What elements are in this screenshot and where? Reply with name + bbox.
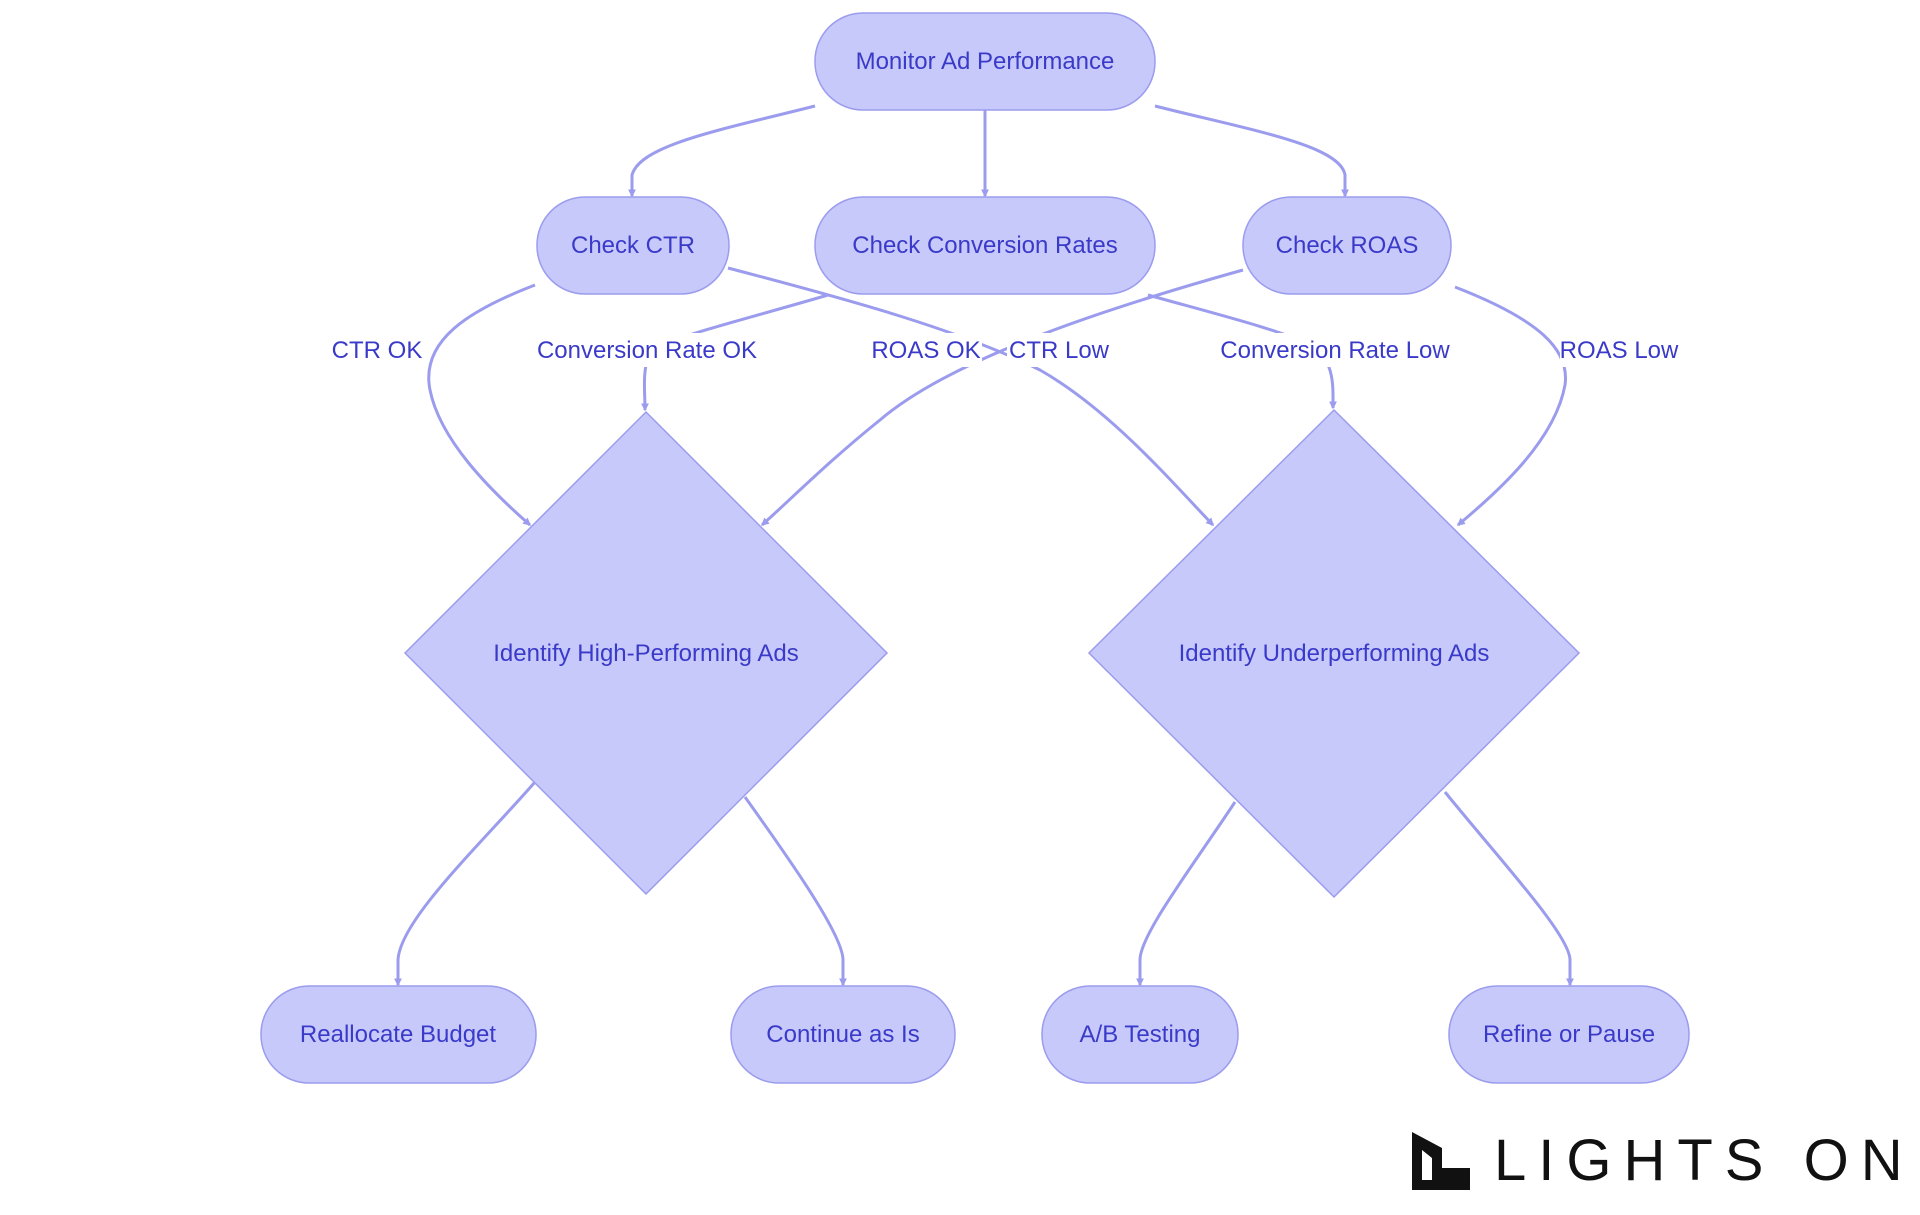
logo-mark-icon — [1412, 1132, 1470, 1190]
node-check-roas: Check ROAS — [1242, 196, 1452, 295]
edge-ctr-low — [727, 266, 1215, 527]
svg-text:Reallocate Budget: Reallocate Budget — [300, 1021, 496, 1048]
edge-label-ctr-low: CTR Low — [1007, 333, 1113, 367]
nodes: Monitor Ad Performance Check CTR Check C… — [260, 12, 1690, 1084]
svg-text:Conversion Rate Low: Conversion Rate Low — [1220, 337, 1450, 364]
node-check-conversion-rates: Check Conversion Rates — [814, 196, 1156, 295]
node-check-ctr: Check CTR — [536, 196, 730, 295]
svg-text:Refine or Pause: Refine or Pause — [1483, 1021, 1655, 1048]
svg-text:CTR Low: CTR Low — [1009, 337, 1110, 364]
edge-under-to-abtesting — [1136, 801, 1237, 987]
svg-text:Identify Underperforming Ads: Identify Underperforming Ads — [1179, 640, 1490, 667]
edge-label-ctr-ok: CTR OK — [328, 333, 428, 367]
svg-text:A/B Testing: A/B Testing — [1080, 1021, 1201, 1048]
edge-roas-ok — [761, 268, 1244, 527]
edge-high-to-continue — [743, 796, 847, 987]
node-identify-underperforming-ads: Identify Underperforming Ads — [1087, 408, 1581, 899]
edge-monitor-to-ctr — [628, 104, 816, 198]
svg-text:Continue as Is: Continue as Is — [766, 1021, 919, 1048]
node-refine-or-pause: Refine or Pause — [1448, 985, 1690, 1084]
svg-text:Conversion Rate OK: Conversion Rate OK — [537, 337, 757, 364]
svg-text:ROAS Low: ROAS Low — [1560, 337, 1679, 364]
node-monitor-ad-performance: Monitor Ad Performance — [814, 12, 1156, 111]
svg-text:CTR OK: CTR OK — [332, 337, 423, 364]
node-identify-high-performing-ads: Identify High-Performing Ads — [403, 410, 889, 896]
edge-high-to-reallocate — [394, 781, 537, 987]
svg-text:ROAS OK: ROAS OK — [871, 337, 980, 364]
svg-text:Check Conversion Rates: Check Conversion Rates — [852, 232, 1117, 259]
node-ab-testing: A/B Testing — [1041, 985, 1239, 1084]
svg-text:Identify High-Performing Ads: Identify High-Performing Ads — [493, 640, 798, 667]
edge-monitor-to-roas — [1154, 104, 1349, 198]
svg-text:Check ROAS: Check ROAS — [1276, 232, 1419, 259]
node-reallocate-budget: Reallocate Budget — [260, 985, 537, 1084]
edge-roas-low — [1454, 285, 1568, 527]
edge-labels: CTR OK Conversion Rate OK ROAS OK CTR Lo… — [328, 333, 1679, 367]
svg-text:Monitor Ad Performance: Monitor Ad Performance — [856, 48, 1115, 75]
edge-under-to-refine — [1443, 791, 1574, 987]
logo-wordmark: LIGHTS ON — [1494, 1128, 1915, 1193]
edge-label-conversion-low: Conversion Rate Low — [1215, 333, 1455, 367]
edge-label-conversion-ok: Conversion Rate OK — [532, 333, 762, 367]
svg-text:Check CTR: Check CTR — [571, 232, 695, 259]
edge-ctr-ok — [427, 283, 536, 527]
edge-label-roas-ok: ROAS OK — [871, 333, 982, 367]
node-continue-as-is: Continue as Is — [730, 985, 956, 1084]
edge-label-roas-low: ROAS Low — [1560, 333, 1679, 367]
lights-on-logo: LIGHTS ON — [1410, 1130, 1915, 1192]
